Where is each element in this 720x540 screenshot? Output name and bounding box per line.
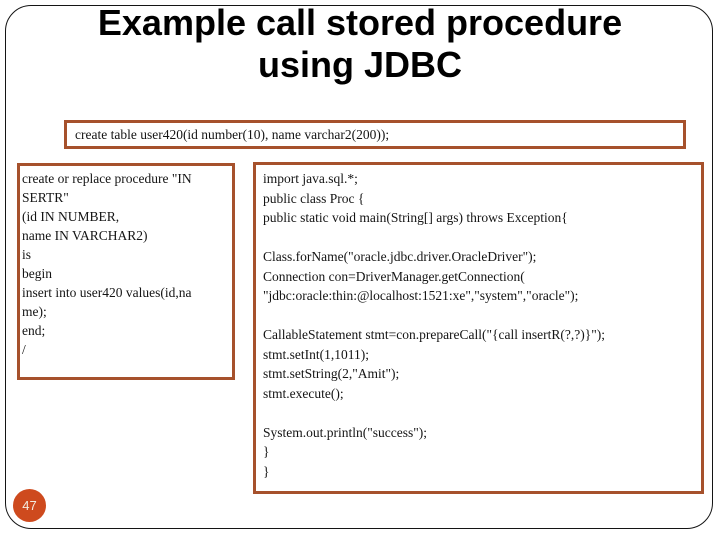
code-box-create-table: create table user420(id number(10), name… bbox=[64, 120, 686, 149]
slide-title: Example call stored procedure using JDBC bbox=[97, 2, 623, 85]
page-number-badge: 47 bbox=[13, 489, 46, 522]
code-box-jdbc-program: import java.sql.*; public class Proc { p… bbox=[253, 162, 704, 494]
jdbc-java-code-text: import java.sql.*; public class Proc { p… bbox=[263, 171, 605, 479]
code-box-stored-procedure: create or replace procedure "IN SERTR" (… bbox=[17, 163, 235, 380]
slide-border bbox=[5, 5, 713, 529]
create-table-sql-text: create table user420(id number(10), name… bbox=[75, 126, 390, 142]
page-number: 47 bbox=[22, 498, 37, 513]
stored-procedure-sql-text: create or replace procedure "IN SERTR" (… bbox=[22, 171, 192, 357]
